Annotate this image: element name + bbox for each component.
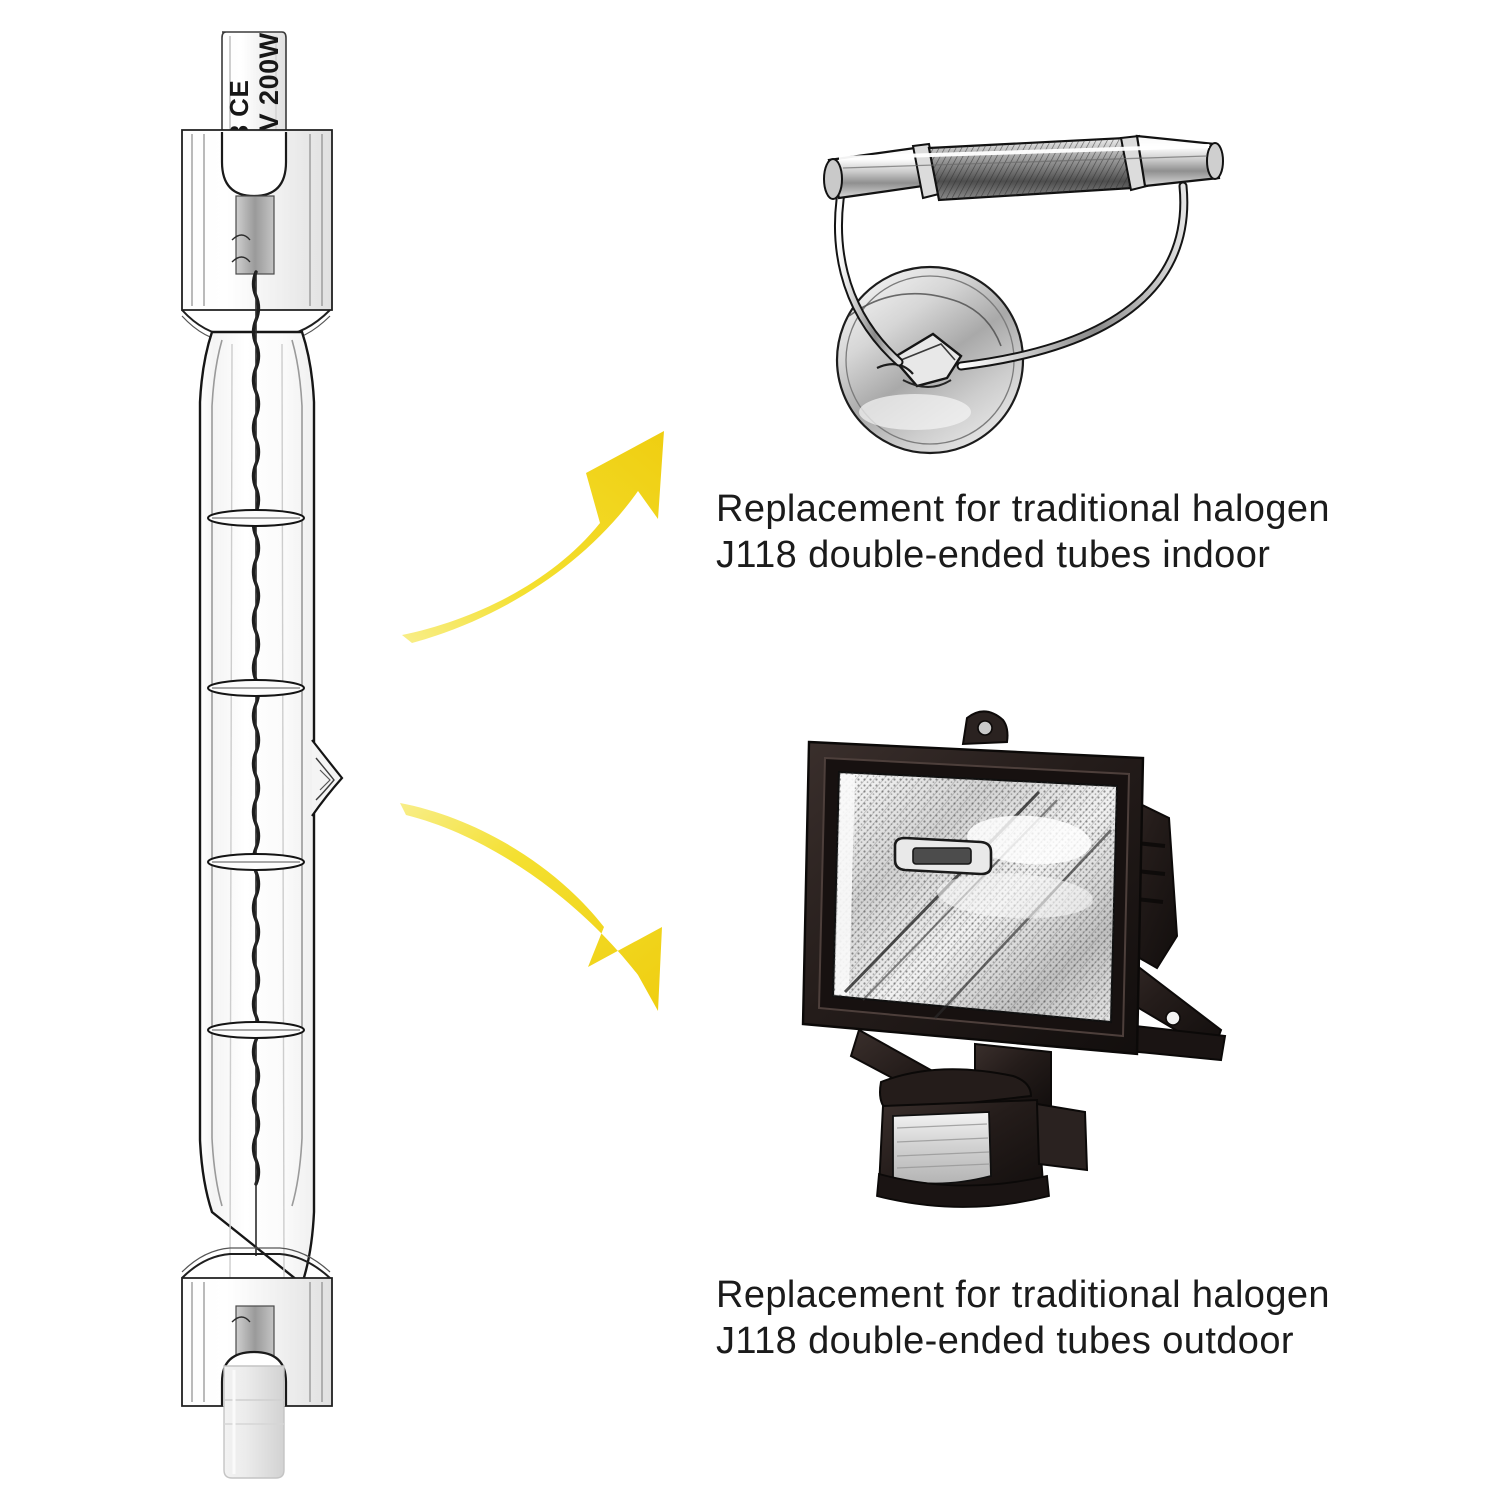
pir-motion-sensor — [876, 1068, 1089, 1208]
arrow-up-icon — [390, 395, 710, 665]
pir-fresnel-lens — [892, 1111, 992, 1185]
indoor-wall-sconce-illustration — [795, 120, 1225, 465]
floodlight-inner-tube — [893, 836, 993, 876]
arrow-up-shape — [402, 431, 664, 643]
filament-support-disc — [207, 509, 305, 527]
outdoor-caption-line2: J118 double-ended tubes outdoor — [716, 1320, 1294, 1362]
halogen-tube-illustration: 118 CE 230V 200W — [160, 10, 390, 1490]
bulb-quartz-tube — [198, 330, 316, 1287]
sconce-swivel-joint — [876, 332, 963, 388]
bulb-exhaust-tip — [311, 739, 344, 817]
bulb-ceramic-end-cap — [223, 1365, 285, 1479]
filament-support-disc — [207, 853, 305, 871]
arrow-down-icon — [390, 785, 710, 1045]
filament-support-disc — [207, 679, 305, 697]
indoor-caption: Replacement for traditional halogen J118… — [716, 486, 1330, 578]
outdoor-caption-line1: Replacement for traditional halogen — [716, 1274, 1330, 1316]
bulb-filament-assembly — [207, 270, 305, 1256]
outdoor-caption: Replacement for traditional halogen J118… — [716, 1272, 1330, 1364]
floodlight-top-loop — [961, 710, 1009, 746]
floodlight-glass-lens — [831, 770, 1119, 1024]
sconce-lamp-housing — [823, 134, 1224, 202]
bulb-pinch-seal-bottom — [235, 1305, 275, 1357]
outdoor-floodlight-illustration — [785, 700, 1240, 1240]
sconce-right-arm — [956, 181, 1189, 371]
filament-support-disc — [207, 1021, 305, 1039]
arrow-down-shape — [400, 803, 662, 1011]
indoor-caption-line2: J118 double-ended tubes indoor — [716, 534, 1271, 576]
indoor-caption-line1: Replacement for traditional halogen — [716, 488, 1330, 530]
bulb-top-collar — [181, 129, 333, 343]
